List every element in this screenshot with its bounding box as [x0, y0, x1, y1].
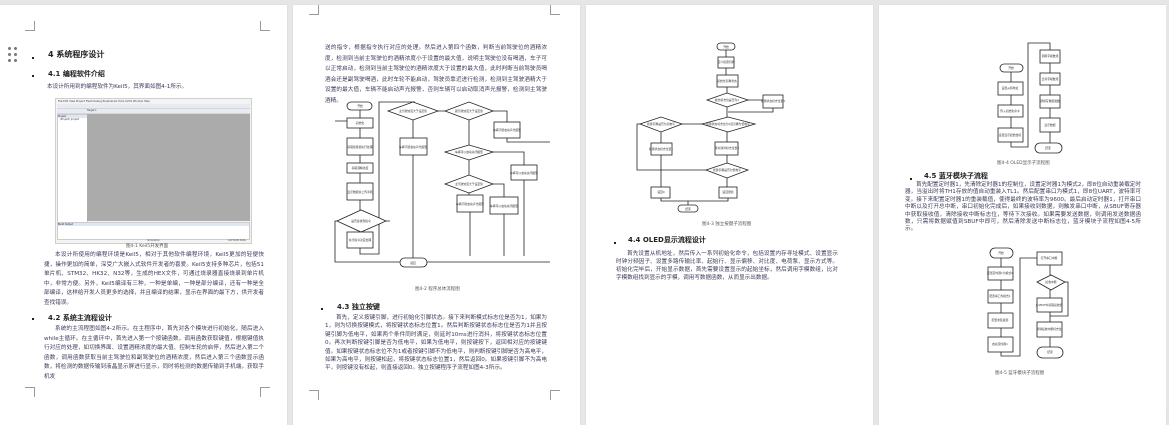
keil-editor-area	[87, 114, 250, 221]
paragraph-mark	[321, 308, 323, 310]
document-page-2: 送的指令，根据指令执行对应的处理。然后进入第四个函数，判断当前驾驶位的酒精浓度，…	[293, 5, 580, 425]
document-page-4: 图4-4 OLED显示子流程图 4.5 蓝牙模块子流程 首先配置定时器1，先清除…	[879, 5, 1166, 425]
keil-screenshot-figure: File Edit View Project Flash Debug Perip…	[55, 98, 252, 244]
margin-corner-mark	[550, 390, 560, 400]
figure-4-4-caption: 图4-4 OLED显示子流程图	[997, 161, 1050, 166]
section-4-2-paragraph: 系统的主流程图如图4-2所示。在主程序中，首先对各个模块进行初始化，随后进入wh…	[44, 326, 264, 380]
margin-corner-mark	[550, 5, 560, 15]
margin-corner-mark	[260, 21, 270, 31]
margin-corner-mark	[309, 5, 319, 15]
keil-toolbar	[57, 104, 250, 109]
document-page-1: 4 系统程序设计 4.1 编程软件介绍 本设计所用到的编程软件为Keil5，其界…	[0, 5, 287, 425]
vertical-scrollbar[interactable]	[1166, 0, 1169, 409]
figure-4-5-caption: 图4-5 蓝牙模块子流程图	[995, 371, 1045, 376]
keil-status-right: CAP NUM SCRL	[227, 239, 246, 242]
paragraph-mark	[32, 75, 34, 77]
section-4-3-title: 4.3 独立按键	[337, 303, 380, 311]
figure-4-1-caption: 图4-1 Keil5开发界面	[126, 244, 169, 249]
paragraph-mark	[910, 178, 912, 180]
continued-paragraph: 送的指令，根据指令执行对应的处理。然后进入第四个函数，判断当前驾驶位的酒精浓度，…	[325, 45, 547, 104]
keil-toolbar: Target 1	[57, 109, 250, 114]
section-4-4-paragraph: 首先设置从机地址，然后传入一系列初始化命令，包括设置内存寻址模式、设置显示时钟分…	[616, 251, 838, 281]
chapter-title: 4 系统程序设计	[48, 50, 105, 59]
section-4-5-title: 4.5 蓝牙模块子流程	[924, 172, 988, 180]
section-4-1-intro: 本设计所用到的编程软件为Keil5，其界面如图4-1所示。	[47, 84, 188, 90]
keil-menu-bar: File Edit View Project Flash Debug Perip…	[58, 100, 150, 103]
keil-project-header: Project	[58, 115, 87, 118]
keil-project-item: (Project) project	[60, 118, 80, 121]
section-4-2-title: 4.2 系统主流程设计	[48, 314, 112, 322]
keil-project-pane: Project (Project) project	[57, 114, 88, 223]
keil-target[interactable]: Target 1	[87, 109, 97, 112]
margin-corner-mark	[25, 21, 35, 31]
paragraph-mark	[614, 242, 616, 244]
keil-status-text: Simulation	[147, 239, 160, 242]
section-4-5-paragraph: 首先配置定时器1，先清除定时器1的控制位，设置定时器1为模式2，即8位自动重装载…	[905, 182, 1141, 233]
margin-corner-mark	[25, 387, 35, 397]
figure-4-3-caption: 图4-3 独立按键子流程图	[702, 222, 752, 227]
keil-build-output: Build Output	[57, 222, 250, 240]
section-4-1-title: 4.1 编程软件介绍	[48, 70, 105, 78]
document-page-3: 图4-3 独立按键子流程图 4.4 OLED显示流程设计 首先设置从机地址，然后…	[586, 5, 873, 425]
figure-4-2-caption: 图4-2 程序总体流程图	[415, 287, 460, 292]
paragraph-mark	[32, 318, 34, 320]
paragraph-mark	[32, 57, 34, 59]
keil-status-bar: Simulation CAP NUM SCRL	[57, 239, 250, 243]
drag-handle-icon[interactable]	[8, 47, 20, 65]
section-4-1-paragraph: 本设计所使用的编程环境是Keil5，相对于其他软件编程环境，Keil5更加的轻便…	[44, 252, 264, 306]
section-4-3-paragraph: 首先，定义按键引脚，进行初始化引脚状态。接下来判断模式标志位是否为1，如果为1，…	[325, 315, 547, 372]
margin-corner-mark	[260, 387, 270, 397]
section-4-4-title: 4.4 OLED显示流程设计	[628, 236, 706, 244]
keil-build-output-header: Build Output	[58, 223, 249, 226]
margin-corner-mark	[309, 390, 319, 400]
